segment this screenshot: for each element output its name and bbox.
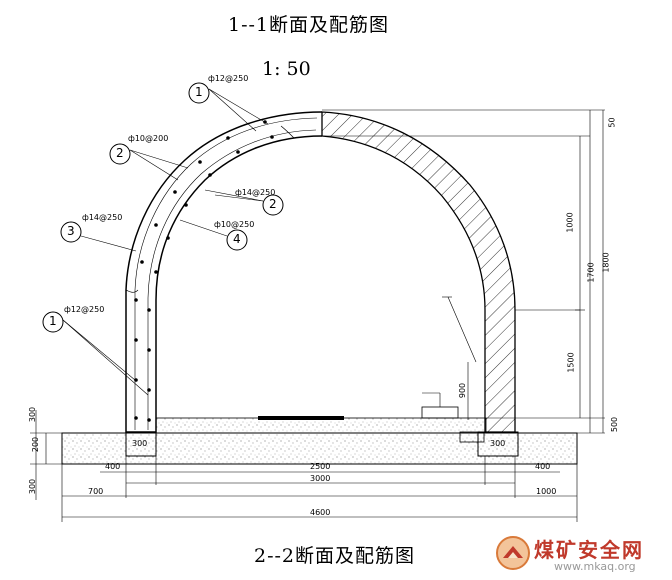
dim-base-outer-right: 1000 bbox=[536, 487, 557, 496]
watermark-logo-icon bbox=[496, 536, 530, 570]
dim-left-b: 200 bbox=[31, 436, 41, 453]
rebar-spec-label: ф12@250 bbox=[208, 74, 249, 83]
arch-left-lining bbox=[125, 111, 323, 457]
watermark: 煤矿安全网 www.mkaq.org bbox=[494, 532, 666, 576]
dim-col-right: 300 bbox=[490, 439, 506, 448]
dim-right-lower: 1500 bbox=[566, 352, 576, 373]
rebar-spec-label: ф14@250 bbox=[235, 188, 276, 197]
callout-number: 4 bbox=[233, 232, 241, 246]
bottom-dimensions bbox=[61, 456, 578, 522]
dim-right-upper: 1000 bbox=[565, 212, 575, 233]
callout-number: 2 bbox=[116, 146, 124, 160]
watermark-name: 煤矿安全网 bbox=[534, 538, 644, 562]
callout-number: 2 bbox=[269, 197, 277, 211]
dim-right-total: 1700 bbox=[586, 262, 596, 283]
right-dimensions bbox=[322, 109, 605, 434]
dim-right-top: 50 bbox=[607, 117, 617, 128]
dim-total-width: 4600 bbox=[310, 508, 331, 517]
rebar-spec-label: ф10@250 bbox=[214, 220, 255, 229]
watermark-url: www.mkaq.org bbox=[554, 560, 636, 573]
arch-right-section bbox=[321, 111, 519, 457]
callouts bbox=[42, 82, 284, 396]
dim-right-bottom: 500 bbox=[610, 416, 620, 433]
ground-slab bbox=[61, 416, 578, 465]
rebar-spec-label: ф10@200 bbox=[128, 134, 169, 143]
callout-number: 3 bbox=[67, 224, 75, 238]
dim-right-outer: 1800 bbox=[601, 252, 611, 273]
dim-left-a: 300 bbox=[28, 406, 38, 423]
callout-number: 1 bbox=[49, 314, 57, 328]
dim-base-right-seg: 400 bbox=[535, 462, 551, 471]
dim-left-c: 300 bbox=[28, 478, 38, 495]
dim-col-left: 300 bbox=[132, 439, 148, 448]
right-leader bbox=[442, 296, 477, 420]
floor-feature bbox=[421, 392, 459, 419]
dim-inner-wall: 900 bbox=[458, 382, 468, 399]
title-top: 1--1断面及配筋图 bbox=[228, 14, 390, 36]
scale-label: 1: 50 bbox=[262, 58, 311, 80]
dim-base-span-inner: 2500 bbox=[310, 462, 331, 471]
callout-number: 1 bbox=[195, 85, 203, 99]
title-bottom: 2--2断面及配筋图 bbox=[254, 545, 416, 567]
rebar-spec-label: ф12@250 bbox=[64, 305, 105, 314]
left-dimensions bbox=[30, 410, 126, 500]
dim-base-outer-left: 700 bbox=[88, 487, 104, 496]
dim-base-left-seg: 400 bbox=[105, 462, 121, 471]
rebar-spec-label: ф14@250 bbox=[82, 213, 123, 222]
dim-base-span-mid: 3000 bbox=[310, 474, 331, 483]
